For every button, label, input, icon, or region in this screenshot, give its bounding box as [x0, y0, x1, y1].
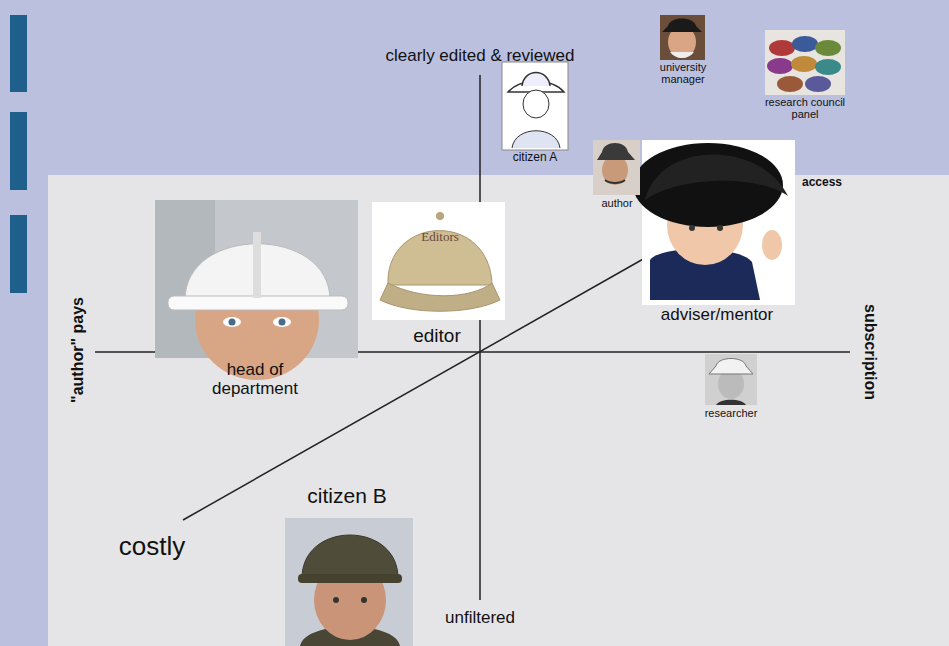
helmet-rim	[298, 574, 402, 583]
axis-label: subscription	[861, 304, 879, 400]
photo-ground	[372, 202, 505, 320]
role-label: adviser/mentor	[661, 306, 773, 325]
role-label: citizen A	[513, 151, 558, 164]
photo-ground	[593, 140, 640, 195]
moustache	[605, 180, 625, 183]
photo-ground	[502, 62, 568, 150]
role-label: citizen B	[307, 484, 386, 507]
eye	[689, 225, 695, 231]
sketch-hat	[522, 73, 550, 87]
hat	[805, 76, 831, 92]
role-label: head of department	[200, 361, 310, 398]
eye	[273, 317, 291, 327]
side-tab	[10, 112, 27, 190]
helmet	[302, 535, 398, 580]
eye	[333, 597, 339, 603]
cap-print: Editors	[421, 230, 459, 244]
role-label: research council panel	[758, 96, 853, 120]
axis-label: access	[802, 176, 842, 189]
cap-button	[436, 212, 444, 220]
photo-ground	[705, 354, 757, 405]
hard-hat-photo	[155, 200, 358, 380]
beard	[670, 52, 694, 58]
sketch-coat	[512, 131, 560, 148]
hat-ridge	[253, 232, 261, 298]
role-label: university manager	[648, 61, 718, 85]
eye	[223, 317, 241, 327]
role-label: researcher	[705, 407, 758, 419]
sketch-figure	[502, 62, 568, 150]
hat	[815, 40, 841, 56]
grey-panel	[48, 175, 949, 646]
hat-brim	[168, 296, 348, 310]
hat	[662, 19, 702, 33]
side-tab	[10, 15, 27, 92]
eye	[229, 319, 236, 326]
hat	[597, 143, 635, 160]
hat-brim	[645, 154, 788, 200]
axis-line	[479, 75, 481, 600]
sketch-face	[523, 90, 549, 118]
photo-ground	[285, 518, 413, 646]
hats-photo	[765, 30, 845, 95]
cap-photo	[372, 202, 505, 320]
eye	[717, 225, 723, 231]
role-label: editor	[413, 326, 461, 347]
hat	[792, 36, 818, 52]
helmet-photo	[285, 518, 413, 646]
axis-label: costly	[119, 532, 185, 561]
eye	[279, 319, 286, 326]
cap	[388, 231, 492, 285]
photo-ground	[765, 30, 845, 95]
eye	[361, 597, 367, 603]
hat	[777, 76, 803, 92]
photo-ground	[660, 15, 705, 60]
baby-photo	[633, 140, 795, 305]
axis-label: unfiltered	[445, 609, 515, 628]
axis-label: "author" pays	[69, 297, 87, 403]
manager-photo	[660, 15, 705, 60]
researcher-photo	[705, 354, 757, 405]
hat	[709, 359, 753, 375]
author-photo	[593, 140, 640, 195]
coat	[716, 400, 746, 405]
role-label: author	[601, 197, 632, 209]
hat	[769, 40, 795, 56]
hat	[767, 58, 793, 74]
hand	[762, 230, 782, 260]
cap-bill	[380, 283, 500, 311]
hat	[791, 56, 817, 72]
side-tab	[10, 215, 27, 293]
axis-label: clearly edited & reviewed	[386, 47, 575, 66]
hat	[815, 59, 841, 75]
